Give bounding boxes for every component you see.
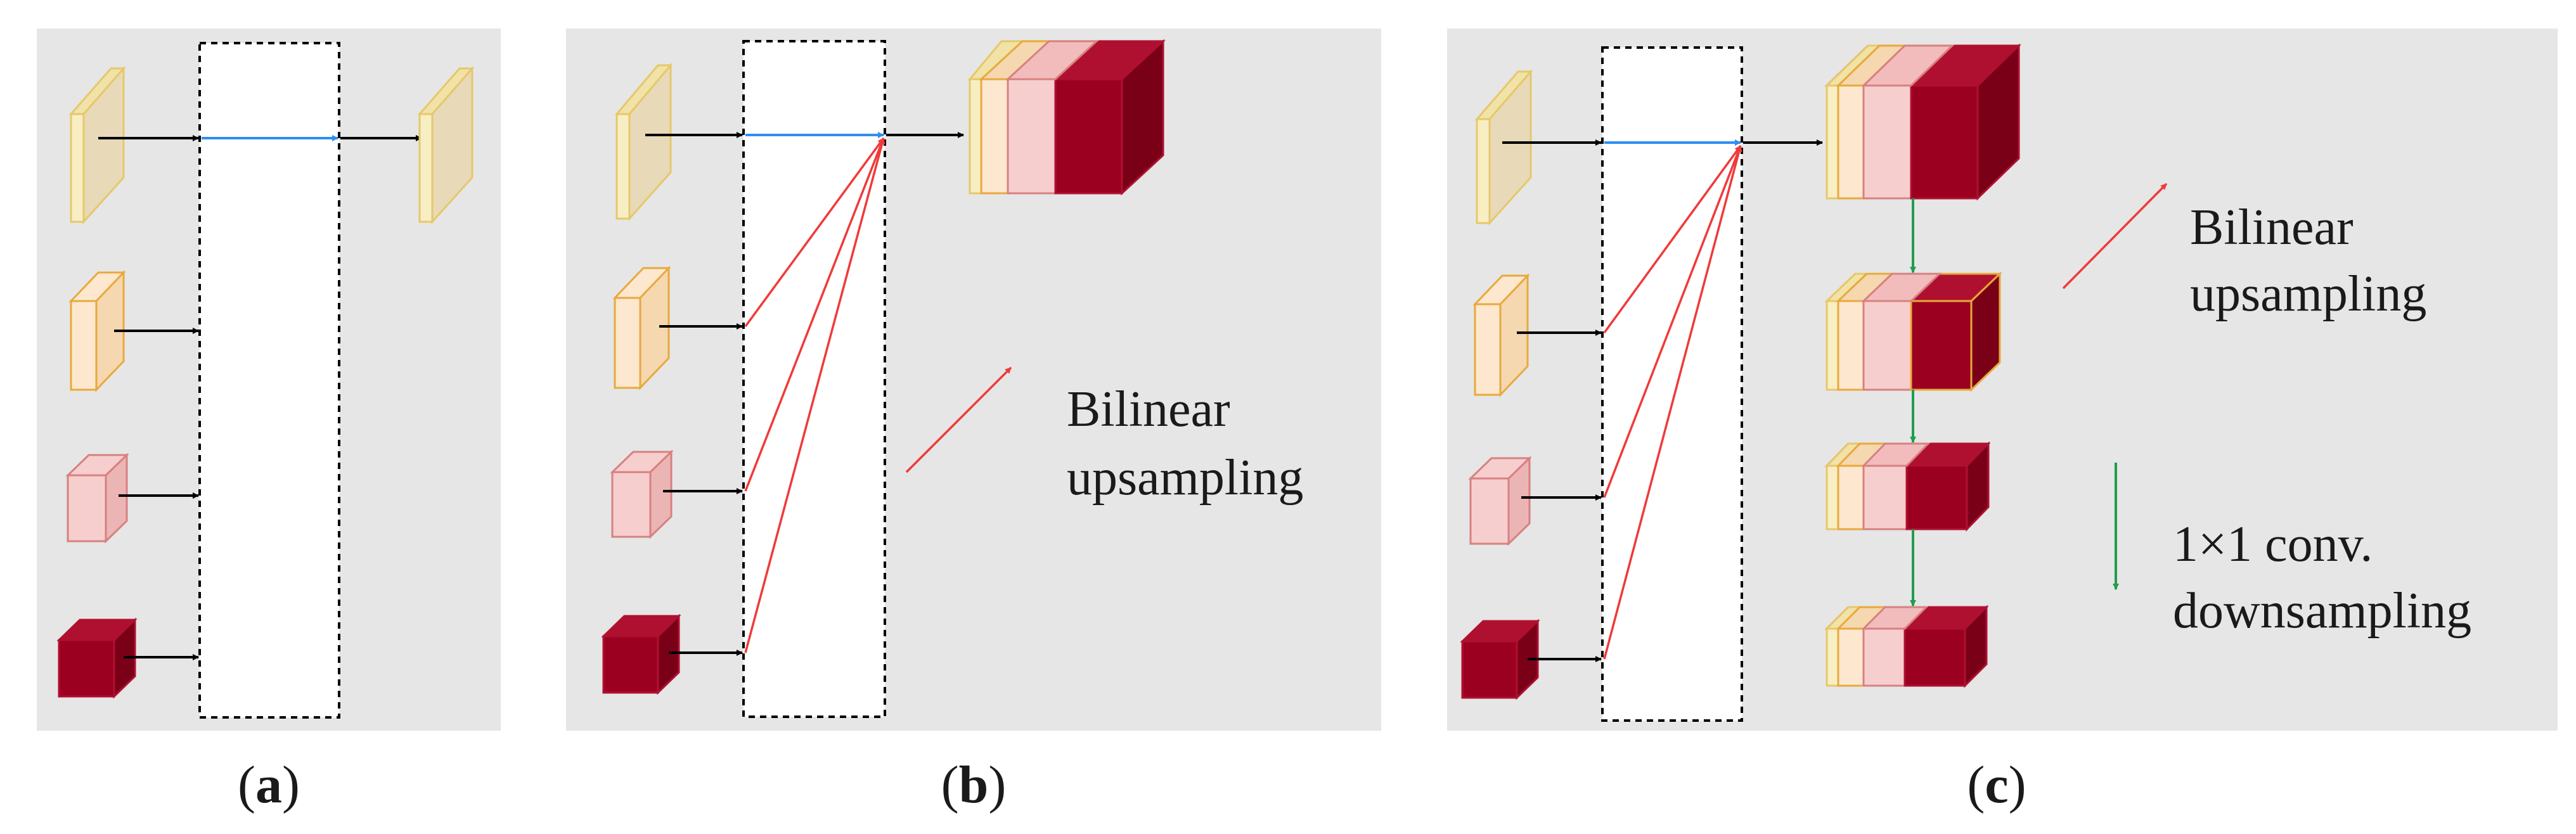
output-feature-map [417, 66, 475, 224]
feature-map-level1 [1474, 68, 1533, 226]
caption-b: (b) [941, 755, 1007, 814]
panel-c: Bilinear upsampling 1×1 conv. downsampli… [1447, 29, 2558, 814]
feature-map-level2 [68, 270, 126, 392]
upsample-arrow-level2 [744, 137, 885, 328]
fused-block-3 [1824, 441, 1991, 532]
upsample-arrow-level4 [744, 138, 886, 653]
feature-map-level1 [614, 62, 673, 221]
feature-map-level4 [1460, 619, 1540, 700]
fused-block-4 [1824, 605, 1989, 688]
legend-red-label-line1: Bilinear [2190, 200, 2354, 255]
fused-feature-block [967, 39, 1166, 196]
legend-red-arrow [2062, 183, 2168, 290]
feature-map-level1 [68, 66, 126, 224]
fused-block-1 [1824, 43, 2021, 201]
panel-c-fusion-column [1601, 46, 1743, 722]
feature-map-level2 [612, 266, 671, 390]
upsample-arrow-level3 [744, 138, 885, 492]
panel-a-fusion-column [198, 42, 340, 719]
legend-red-arrow [905, 366, 1012, 473]
caption-a: (a) [238, 755, 300, 814]
fused-block-2 [1824, 271, 2002, 392]
legend-green-label-line1: 1×1 conv. [2173, 516, 2373, 572]
caption-c: (c) [1967, 755, 2026, 814]
upsample-arrow-level4 [1603, 145, 1742, 660]
panel-b: Bilinear upsampling (b) [566, 29, 1381, 814]
feature-map-level3 [610, 449, 674, 539]
feature-map-level4 [601, 613, 681, 695]
feature-map-level3 [65, 452, 129, 544]
legend-red-label-line1: Bilinear [1067, 382, 1230, 437]
upsample-arrow-level2 [1603, 144, 1742, 334]
legend-red-label-line2: upsampling [1067, 450, 1303, 506]
legend-green-label-line2: downsampling [2173, 583, 2471, 639]
feature-map-level2 [1472, 273, 1530, 397]
feature-map-level3 [1468, 456, 1532, 546]
legend-red-label-line2: upsampling [2190, 266, 2426, 322]
panel-a: (a) [37, 29, 501, 814]
upsample-arrow-level3 [1603, 145, 1742, 498]
panel-b-fusion-column [742, 40, 886, 718]
